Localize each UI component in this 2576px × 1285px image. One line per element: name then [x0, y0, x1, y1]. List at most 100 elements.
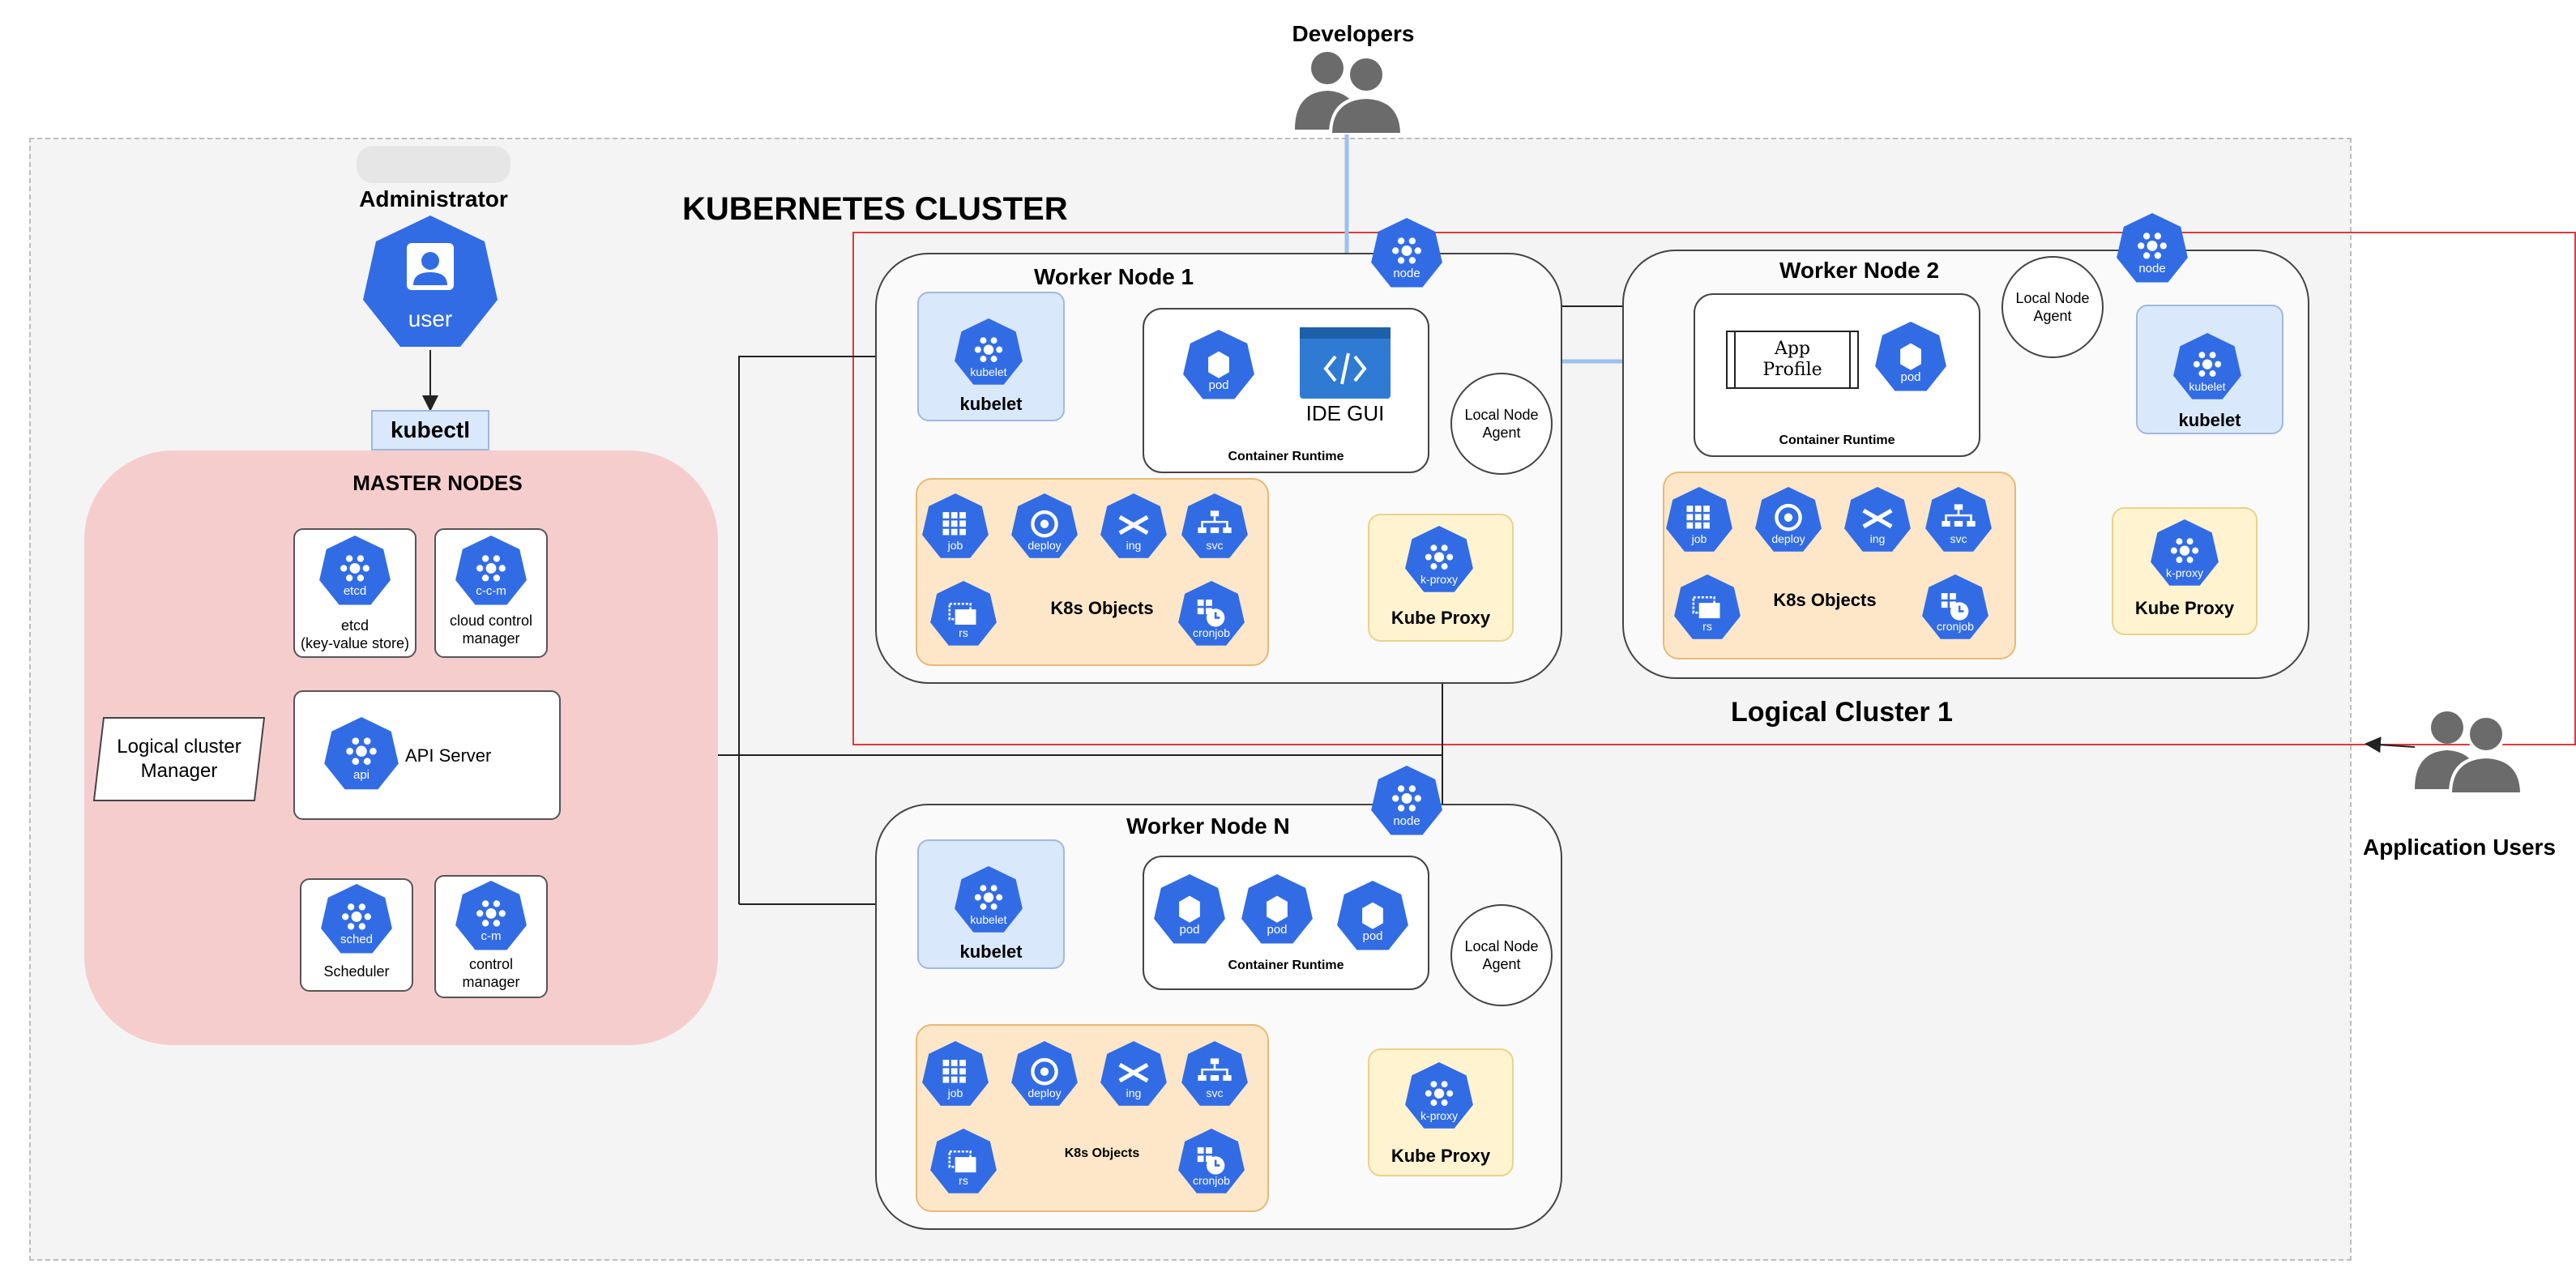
- worker2-node-caption: node: [2138, 262, 2166, 276]
- workerN-kubelet-caption: kubelet: [970, 912, 1007, 926]
- worker1-kubelet-label: kubelet: [959, 394, 1023, 414]
- app-profile-label: App Profile: [1762, 339, 1822, 380]
- worker2-kubelet-caption: kubelet: [2189, 379, 2226, 393]
- workerN-svc-caption: svc: [1206, 1086, 1224, 1100]
- worker2-k8s-objects-label: K8s Objects: [1773, 590, 1877, 610]
- ccm-label: cloud control manager: [449, 613, 533, 647]
- workerN-ing-icon: ing: [1099, 1040, 1168, 1110]
- worker1-kube-proxy-label: Kube Proxy: [1391, 608, 1491, 628]
- worker2-svc-caption: svc: [1950, 532, 1967, 546]
- logical-cluster-boundary: [852, 232, 2576, 745]
- worker1-ing-caption: ing: [1126, 539, 1142, 553]
- workerN-k-proxy-caption: k-proxy: [1420, 1108, 1458, 1122]
- worker2-kubelet-label: kubelet: [2178, 410, 2241, 430]
- worker2-job-caption: job: [1691, 532, 1707, 546]
- app-profile-box: [1726, 331, 1859, 389]
- etcd-icon: etcd: [318, 535, 392, 609]
- workerN-runtime-label: Container Runtime: [1228, 958, 1344, 972]
- workerN-pod-icon-2: pod: [1240, 873, 1314, 948]
- worker2-deploy-icon: deploy: [1754, 486, 1823, 556]
- worker2-k-proxy-caption: k-proxy: [2166, 566, 2203, 579]
- workerN-pod-icon-3-caption: pod: [1362, 929, 1383, 944]
- worker2-rs-icon: rs: [1672, 574, 1742, 643]
- worker2-pod-icon: pod: [1873, 321, 1948, 395]
- worker1-svc-caption: svc: [1206, 539, 1224, 553]
- worker2-ing-icon: ing: [1843, 486, 1912, 556]
- worker2-local-node-agent: Local Node Agent: [2001, 256, 2104, 358]
- cloud-control-manager-caption: c-c-m: [476, 584, 506, 599]
- master-nodes-title: MASTER NODES: [340, 470, 535, 496]
- worker2-runtime-label: Container Runtime: [1779, 433, 1895, 447]
- worker1-deploy-caption: deploy: [1027, 539, 1062, 553]
- workerN-k-proxy-icon: k-proxy: [1403, 1061, 1475, 1133]
- worker1-kubelet-icon: kubelet: [953, 318, 1024, 389]
- developers-icon: [1292, 45, 1402, 134]
- scheduler-icon: sched: [319, 883, 394, 958]
- worker1-pod-caption: pod: [1208, 378, 1229, 393]
- workerN-deploy-caption: deploy: [1027, 1086, 1062, 1100]
- worker2-job-icon: job: [1664, 486, 1734, 556]
- master-title-text: MASTER NODES: [352, 471, 523, 495]
- workerN-rs-icon: rs: [929, 1128, 998, 1197]
- workerN-pod-icon-2-caption: pod: [1267, 923, 1288, 937]
- worker1-rs-icon: rs: [929, 580, 998, 650]
- logical-cluster-title: Logical Cluster 1: [1731, 697, 1953, 728]
- worker1-job-icon: job: [921, 493, 990, 562]
- ide-gui-label: IDE GUI: [1305, 400, 1385, 425]
- workerN-k8s-objects-label: K8s Objects: [1064, 1146, 1140, 1160]
- control-manager-caption: c-m: [481, 929, 502, 944]
- worker2-rs-caption: rs: [1702, 620, 1712, 634]
- worker1-cronjob-caption: cronjob: [1193, 626, 1230, 640]
- administrator-label: Administrator: [359, 186, 508, 211]
- workerN-pod-icon-1: pod: [1152, 873, 1227, 948]
- ide-gui-icon[interactable]: [1300, 327, 1391, 399]
- etcd-label: etcd (key-value store): [300, 617, 410, 651]
- application-users-label: Application Users: [2362, 835, 2557, 860]
- worker1-svc-icon: svc: [1180, 493, 1250, 562]
- worker2-pod-caption: pod: [1900, 370, 1921, 385]
- worker2-k-proxy-icon: k-proxy: [2149, 519, 2220, 590]
- workerN-cronjob-caption: cronjob: [1193, 1174, 1230, 1188]
- workerN-svc-icon: svc: [1180, 1040, 1250, 1110]
- worker2-kubelet-icon: kubelet: [2172, 332, 2243, 403]
- user-icon-caption: user: [408, 306, 453, 331]
- user-icon: user: [361, 212, 499, 350]
- workerN-node-caption: node: [1393, 814, 1420, 829]
- workerN-kube-proxy-label: Kube Proxy: [1391, 1146, 1491, 1166]
- control-manager-icon: c-m: [454, 880, 528, 954]
- api-server-caption: api: [352, 768, 370, 783]
- worker-node-2-title: Worker Node 2: [1779, 258, 1940, 283]
- worker1-kubelet-caption: kubelet: [970, 365, 1007, 378]
- workerN-job-caption: job: [947, 1086, 963, 1100]
- etcd-caption: etcd: [343, 584, 367, 599]
- workerN-deploy-icon: deploy: [1010, 1040, 1079, 1110]
- kubectl-box: kubectl: [371, 410, 489, 450]
- workerN-pod-icon-3: pod: [1335, 880, 1410, 954]
- api-server-icon: api: [323, 716, 400, 794]
- workerN-pod-icon-1-caption: pod: [1179, 923, 1200, 937]
- workerN-local-node-agent: Local Node Agent: [1450, 904, 1553, 1006]
- worker2-node-icon: node: [2115, 212, 2189, 287]
- logical-cluster-manager-label: Logical cluster Manager: [117, 736, 241, 782]
- scheduler-label: Scheduler: [323, 963, 390, 980]
- cloud-control-manager-icon: c-c-m: [454, 535, 528, 609]
- worker1-rs-caption: rs: [959, 626, 968, 640]
- worker1-runtime-label: Container Runtime: [1228, 450, 1344, 463]
- worker-node-n-title: Worker Node N: [1126, 813, 1290, 839]
- worker1-k8s-objects-label: K8s Objects: [1050, 598, 1154, 618]
- worker1-ing-icon: ing: [1099, 493, 1168, 562]
- logical-cluster-manager-shape: [92, 717, 266, 801]
- application-users-icon: [2412, 705, 2522, 794]
- workerN-kubelet-label: kubelet: [959, 941, 1023, 962]
- admin-placeholder-pill: [357, 146, 511, 183]
- workerN-node-icon: node: [1369, 765, 1444, 839]
- worker1-local-node-agent: Local Node Agent: [1450, 373, 1553, 475]
- worker1-node-icon: node: [1369, 217, 1444, 292]
- worker2-deploy-caption: deploy: [1771, 532, 1805, 546]
- worker1-job-caption: job: [947, 539, 963, 553]
- workerN-kubelet-icon: kubelet: [953, 865, 1024, 937]
- worker1-k-proxy-caption: k-proxy: [1420, 572, 1458, 586]
- worker2-svc-icon: svc: [1924, 486, 1993, 556]
- worker2-cronjob-icon: cronjob: [1920, 574, 1990, 643]
- workerN-rs-caption: rs: [959, 1174, 968, 1188]
